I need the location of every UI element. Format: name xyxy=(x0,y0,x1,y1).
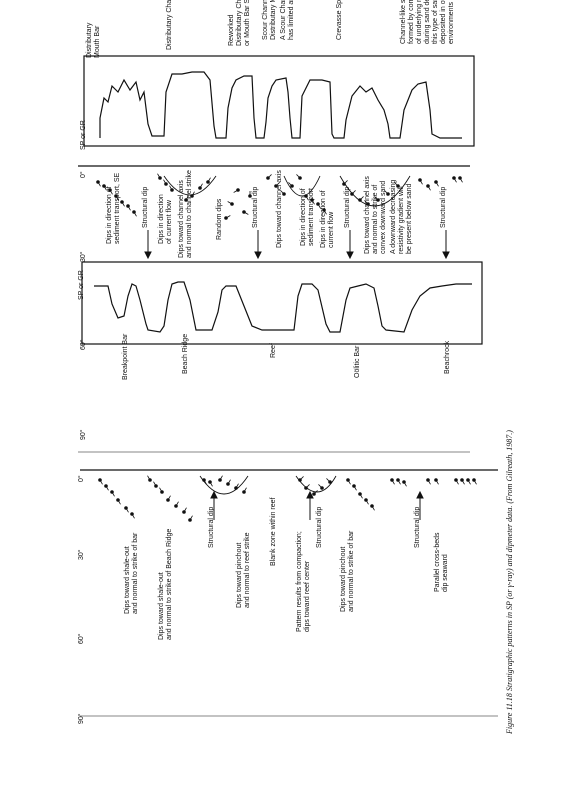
right-scale-0: 0° xyxy=(78,475,85,482)
left-scale-0: 0° xyxy=(80,171,87,178)
ann-resistivity-gradient: A downward decreasing resistivity gradie… xyxy=(390,179,413,254)
ann-parallel-crossbeds: Parallel cross-beds dip seaward xyxy=(434,532,449,592)
env-reworked-channel: Reworked Distributary Channel or Mouth B… xyxy=(228,0,251,46)
env-distributary-channel: Distributary Channel xyxy=(166,0,173,50)
env-distributary-mouth-bar: Distributary Mouth Bar xyxy=(86,22,101,58)
env-breakpoint-bar: Breakpoint Bar xyxy=(122,333,129,380)
crevasse-dip-envelope xyxy=(339,175,411,207)
figure-caption: Figure 11.18 Stratigraphic patterns in S… xyxy=(505,430,514,734)
env-scour-note: A Scour Channel usually has limited area… xyxy=(280,0,295,40)
ann-convex-downward-sand: Dips toward channel axis and normal to s… xyxy=(364,176,387,254)
ann-dips-current-flow: Dips in direction of current flow xyxy=(158,194,173,244)
env-beach-ridge: Beach Ridge xyxy=(182,333,189,374)
env-oolitic-bar: Oölitic Bar xyxy=(354,345,361,378)
left-log-label: SP or GR xyxy=(80,120,87,150)
ann-pinchout-reef: Dips toward pinchout and normal to reef … xyxy=(236,532,251,608)
ann-structural-dip-r3: Structural dip xyxy=(414,506,421,548)
left-scale-30: 30° xyxy=(80,251,87,262)
env-channel-like-sand: Channel-like sand formed by compaction o… xyxy=(400,0,455,44)
ann-structural-dip-1: Structural dip xyxy=(142,186,149,228)
env-scour-channel: Scour Channel overlying Distributary Mou… xyxy=(262,0,277,40)
ann-structural-dip-4: Structural dip xyxy=(440,186,447,228)
right-log-label: SP or GR xyxy=(78,270,85,300)
ann-dips-channel-axis: Dips toward channel axis xyxy=(276,170,283,248)
ann-shale-out-bar: Dips toward shale-out and normal to stri… xyxy=(124,532,139,614)
right-dip-tadpoles xyxy=(98,475,477,522)
ann-structural-dip-r1: Structural dip xyxy=(208,506,215,548)
right-scale-60: 60° xyxy=(78,633,85,644)
env-crevasse-splay: Crevasse Splay xyxy=(336,0,343,40)
env-beachrock: Beachrock xyxy=(444,340,451,374)
left-log-curve xyxy=(99,71,462,139)
ann-compaction: Pattern results from compaction; dips to… xyxy=(296,531,311,632)
left-scale-90: 90° xyxy=(80,429,87,440)
ann-dips-current-flow-2: Dips in direction of current flow xyxy=(320,190,335,248)
left-dip-tadpoles xyxy=(96,173,463,220)
ann-random-dips: Random dips xyxy=(216,198,223,240)
left-scale-60: 60° xyxy=(80,339,87,350)
left-log-frame xyxy=(83,55,475,147)
env-reef: Reef xyxy=(270,343,277,358)
ann-pinchout-bar: Dips toward pinchout and normal to strik… xyxy=(340,530,355,612)
right-scale-90: 90° xyxy=(78,713,85,724)
ann-dips-sediment-transport: Dips in direction of sediment transport xyxy=(300,188,315,246)
ann-structural-dip-r2: Structural dip xyxy=(316,506,323,548)
right-log-frame xyxy=(81,261,483,345)
ann-structural-dip-3: Structural dip xyxy=(344,186,351,228)
ann-blank-zone: Blank zone within reef xyxy=(270,497,277,566)
ann-structural-dip-2: Structural dip xyxy=(252,186,259,228)
ann-dips-channel-axis-strike: Dips toward channel axis and normal to c… xyxy=(178,170,193,258)
ann-shale-out-ridge: Dips toward shale-out and normal to stri… xyxy=(158,528,173,640)
ann-dips-sediment-se: Dips in direction of sediment transport,… xyxy=(106,172,121,244)
right-scale-30: 30° xyxy=(78,549,85,560)
channel-dip-envelope xyxy=(163,175,217,196)
right-log-curve xyxy=(94,281,472,333)
